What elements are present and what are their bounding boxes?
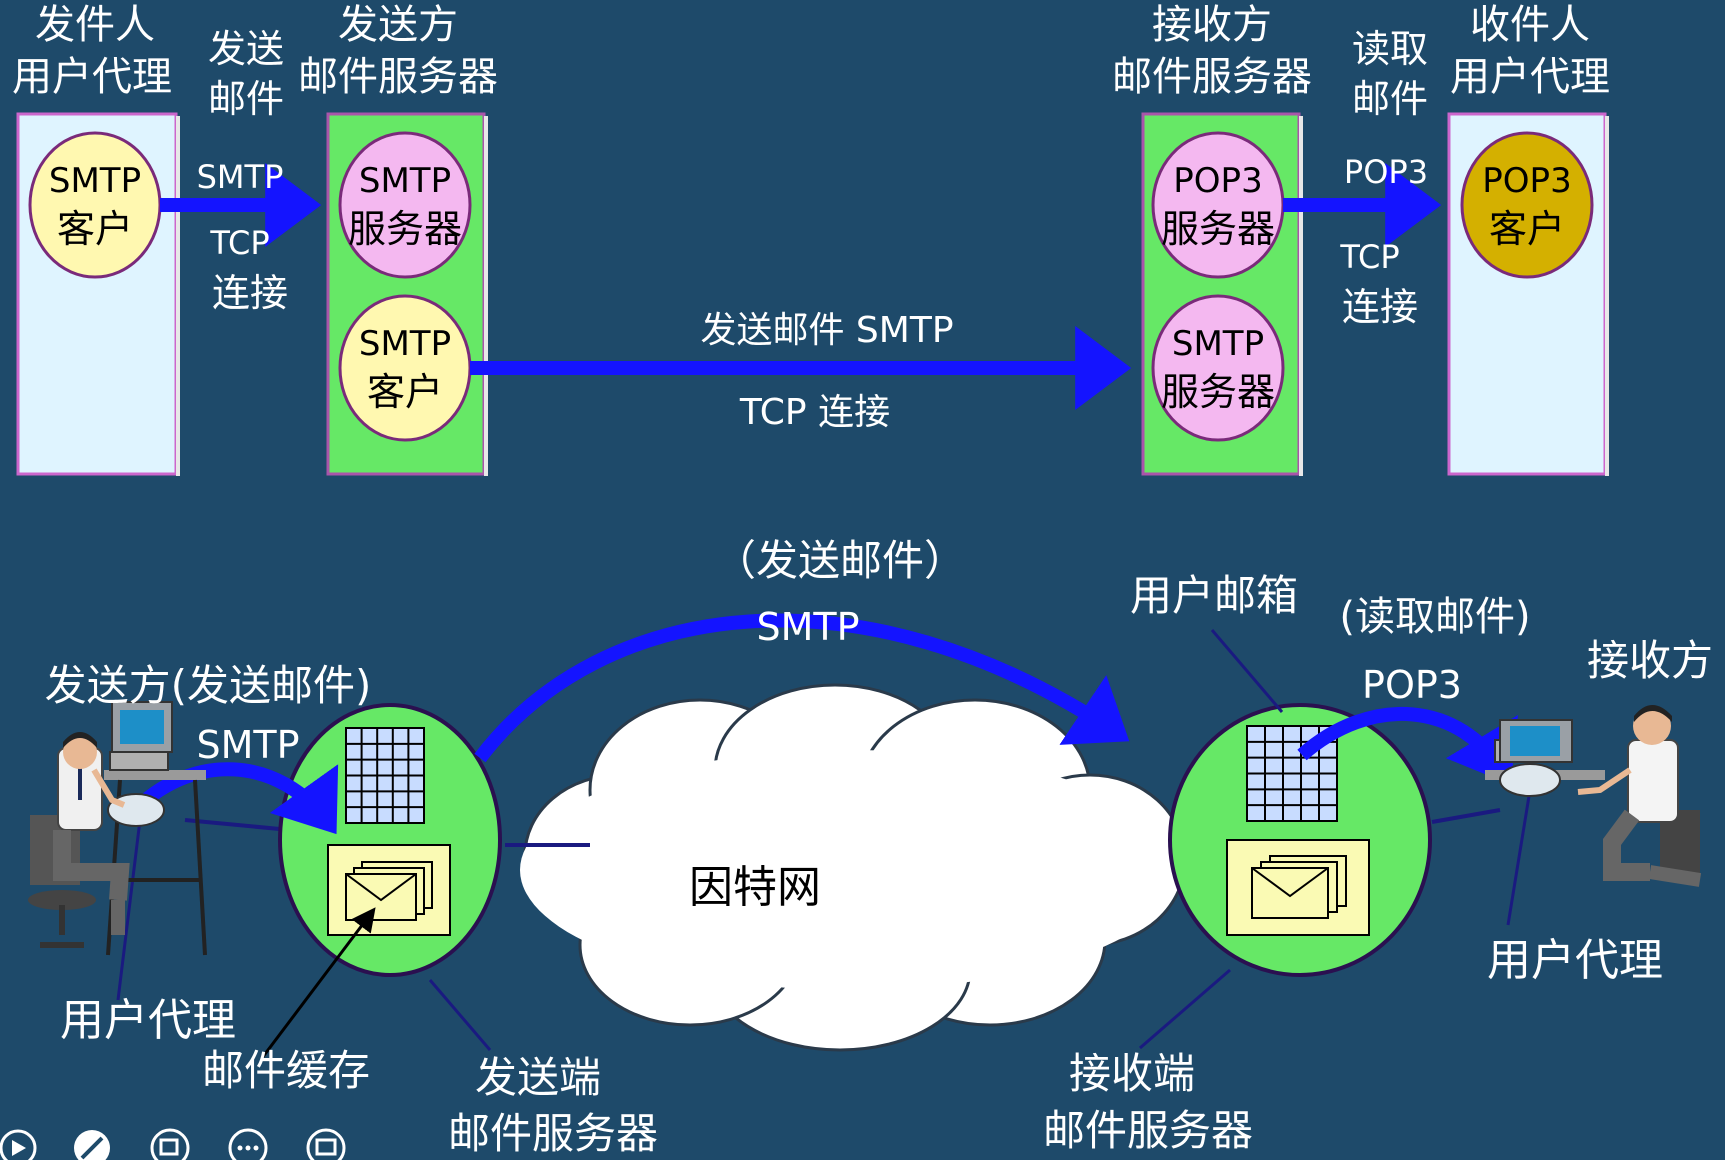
smtp-left-label: SMTP (196, 723, 299, 767)
sender-envelope-icon (345, 861, 433, 921)
internet-cloud (520, 683, 1187, 1052)
pointer-user-agent-right (1506, 789, 1532, 926)
receiver-server-title-2: 邮件服务器 (1112, 54, 1312, 100)
send-mail-paren-label: （发送邮件） (714, 536, 966, 585)
read-mail-label-1: 读取 (1352, 27, 1428, 71)
receiver-agent-title-2: 用户代理 (1450, 54, 1610, 100)
pointer-receiver-server (1139, 968, 1231, 1050)
zoom-control-icon[interactable] (306, 1128, 346, 1160)
arrow3-conn-1: TCP (1339, 238, 1399, 276)
read-mail-paren-label: (读取邮件) (1339, 594, 1530, 640)
sender-end-server-1: 发送端 (475, 1053, 601, 1102)
smtp-server-b-line2: 服务器 (1161, 370, 1275, 414)
pop3-client-circle (1460, 131, 1594, 279)
receiver-label: 接收方 (1587, 636, 1713, 685)
pop3-server-line2: 服务器 (1161, 207, 1275, 251)
smtp-client-circle-a (28, 131, 162, 279)
smtp-server-b-line1: SMTP (1172, 324, 1264, 364)
sender-agent-title-2: 用户代理 (12, 54, 172, 100)
read-mail-label-2: 邮件 (1352, 77, 1428, 121)
arrow2-conn: TCP 连接 (739, 392, 890, 433)
arrow2-label: 发送邮件 SMTP (700, 310, 953, 351)
pointer-user-mailbox (1210, 629, 1284, 713)
arrow1-conn-1: TCP (209, 224, 269, 262)
receiver-end-server-1: 接收端 (1069, 1049, 1195, 1098)
play-control-icon[interactable] (0, 1129, 37, 1160)
smtp-server-a-line2: 服务器 (348, 207, 462, 251)
pop3-bottom-label: POP3 (1362, 663, 1462, 707)
edit-control-icon[interactable] (150, 1128, 190, 1160)
arrow-smtp-over-internet (474, 613, 1130, 763)
pen-control-icon[interactable] (74, 1130, 110, 1160)
arrow1-protocol: SMTP (197, 158, 284, 196)
receiver-server-title-1: 接收方 (1152, 2, 1272, 48)
internet-label: 因特网 (689, 862, 821, 913)
receiver-person-computer-icon (1485, 705, 1702, 887)
smtp-client-b-line1: SMTP (359, 324, 451, 364)
user-agent-right-label: 用户代理 (1487, 935, 1663, 986)
pop3-server-line1: POP3 (1173, 161, 1262, 201)
sender-send-label: 发送方(发送邮件) (45, 661, 372, 710)
sender-person-computer-icon (28, 701, 207, 956)
pop3-client-line1: POP3 (1482, 161, 1571, 201)
smtp-server-circle-a (338, 131, 472, 279)
receiver-mailbox-grid (1246, 725, 1338, 822)
arrow3-protocol: POP3 (1344, 153, 1428, 191)
smtp-client-circle-b (338, 294, 472, 442)
arrow-mailbox-to-receiver (1297, 707, 1518, 785)
slideshow-controls (0, 1128, 346, 1160)
receiver-agent-title-1: 收件人 (1470, 2, 1590, 48)
pointer-sender-server (428, 979, 492, 1051)
sender-server-title-1: 发送方 (338, 2, 458, 48)
smtp-client-b-line2: 客户 (367, 370, 443, 414)
send-mail-label-2: 邮件 (208, 77, 284, 121)
arrow3-conn-2: 连接 (1342, 285, 1418, 329)
receiver-envelope-icon (1251, 855, 1347, 919)
pointer-user-agent-left (116, 819, 142, 1001)
smtp-internet-label: SMTP (756, 605, 859, 649)
user-mailbox-label: 用户邮箱 (1130, 571, 1298, 620)
send-mail-label-1: 发送 (208, 27, 284, 71)
smtp-server-a-line1: SMTP (359, 161, 451, 201)
pop3-client-line2: 客户 (1489, 207, 1565, 251)
sender-mailbox-grid (345, 727, 425, 824)
mail-buffer-label: 邮件缓存 (202, 1046, 370, 1095)
pop3-server-circle (1151, 131, 1285, 279)
smtp-client-a-line1: SMTP (49, 161, 141, 201)
pointer-mail-buffer (260, 907, 376, 1059)
smtp-server-circle-b (1151, 294, 1285, 442)
sender-agent-link (184, 818, 291, 832)
sender-server-title-2: 邮件服务器 (298, 54, 498, 100)
sender-end-server-2: 邮件服务器 (448, 1109, 658, 1158)
sender-agent-title-1: 发件人 (35, 2, 155, 48)
smtp-client-a-line2: 客户 (57, 207, 133, 251)
arrow-agent-to-buffer (124, 762, 339, 835)
receiver-agent-link (1431, 808, 1501, 824)
user-agent-left-label: 用户代理 (60, 995, 236, 1046)
more-control-icon[interactable] (228, 1128, 268, 1160)
arrow1-conn-2: 连接 (212, 271, 288, 315)
receiver-end-server-2: 邮件服务器 (1043, 1106, 1253, 1155)
